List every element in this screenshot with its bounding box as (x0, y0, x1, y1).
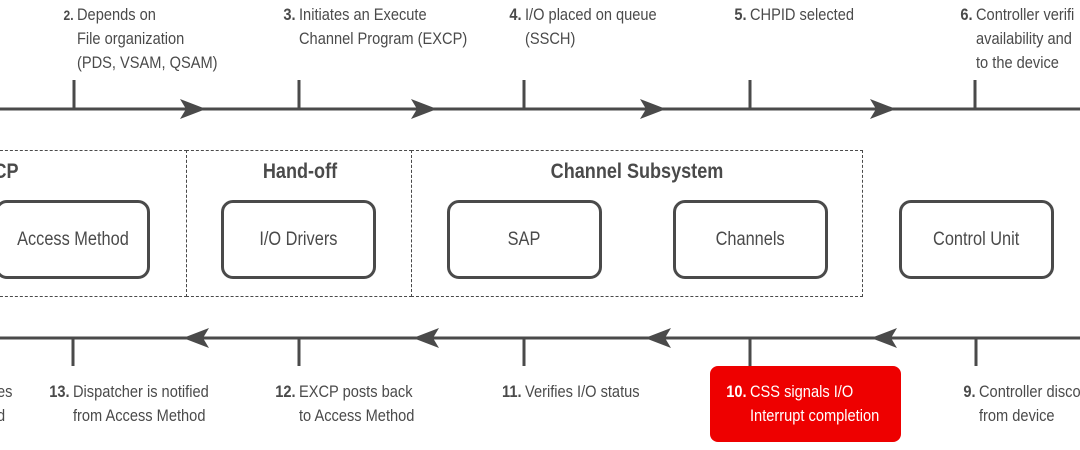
control-unit-box: Control Unit (899, 200, 1054, 279)
handoff-group-title: Hand-off (262, 160, 338, 183)
step-10-highlight (710, 366, 901, 442)
channel-subsystem-title: Channel Subsystem (550, 160, 724, 183)
channel-subsystem-group (411, 150, 863, 297)
sap-box: SAP (447, 200, 602, 279)
arrow-left-icon (183, 328, 209, 348)
arrow-right-icon (411, 99, 437, 119)
arrow-left-icon (413, 328, 439, 348)
io-drivers-box: I/O Drivers (221, 200, 376, 279)
arrow-right-icon (870, 99, 896, 119)
left-group-title: CP (0, 160, 19, 183)
channels-box: Channels (673, 200, 828, 279)
access-method-box: Access Method (0, 200, 150, 279)
arrow-right-icon (180, 99, 206, 119)
arrow-left-icon (645, 328, 671, 348)
arrow-left-icon (871, 328, 897, 348)
arrow-right-icon (640, 99, 666, 119)
